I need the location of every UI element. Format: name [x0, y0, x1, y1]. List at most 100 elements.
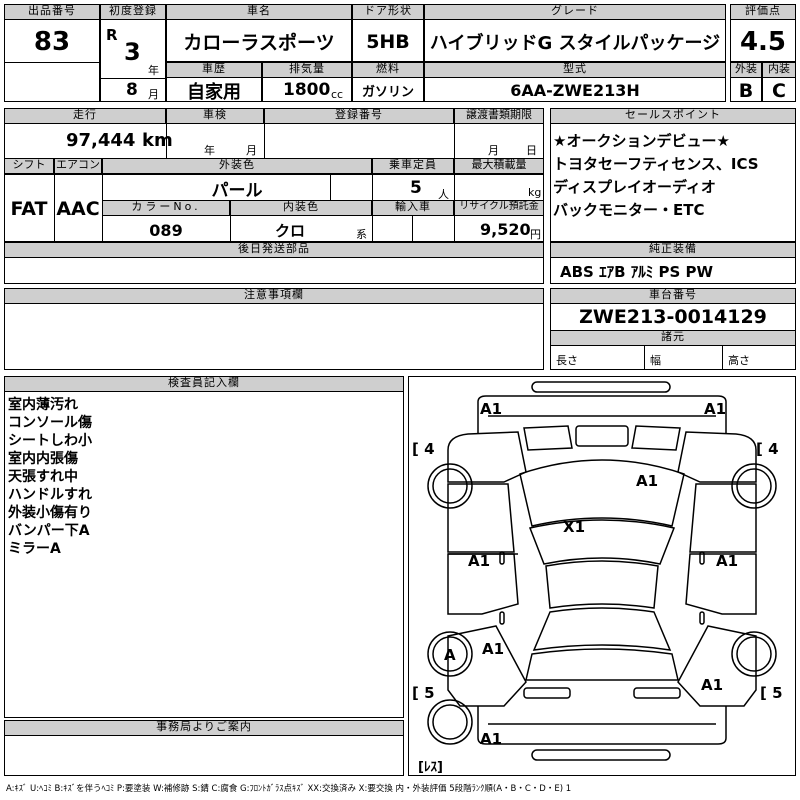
later-parts-label: 後日発送部品 [4, 242, 544, 258]
right-rear-handle [699, 611, 705, 625]
recycle-unit: 円 [530, 228, 541, 241]
rear-window [532, 607, 672, 651]
legend-text: A:ｷｽﾞ U:ﾍｺﾐ B:ｷｽﾞを伴うﾍｺﾐ P:要塗装 W:補修跡 S:錆 … [6, 784, 572, 794]
reg-month: 8 [126, 80, 138, 100]
height-label: 高さ [728, 354, 750, 367]
reg-month-unit: 月 [148, 88, 159, 101]
tire-rear-left [427, 631, 473, 677]
rear-light-right [633, 687, 681, 699]
displacement-unit: cc [331, 88, 344, 101]
sales-item: トヨタセーフティセンス、ICS [553, 155, 759, 173]
mileage-value: 97,444 [66, 130, 136, 151]
tire-fr-tread: [ 4 [756, 440, 779, 458]
displacement-label: 排気量 [262, 62, 352, 78]
history-label: 車歴 [166, 62, 262, 78]
car-diagram-drawing [427, 381, 777, 761]
tire-rear-right [731, 631, 777, 677]
front-center [575, 425, 629, 447]
ac-label: エアコン [54, 158, 102, 174]
tire-front-right-inner [736, 468, 772, 504]
spec-label: 諸元 [550, 330, 796, 346]
door-value: 5HB [366, 30, 410, 53]
left-quarter [447, 625, 527, 707]
history-value: 自家用 [187, 81, 241, 103]
rear-bumper-bottom [531, 749, 671, 761]
vline [412, 216, 413, 242]
damage-mark-rear-bumper: A1 [480, 730, 503, 748]
reg-year: 3 [124, 38, 141, 66]
inspector-note: バンパー下A [8, 523, 90, 539]
lot-value: 83 [33, 27, 71, 57]
spare-tire-label: [ﾚｽ] [418, 760, 443, 775]
exterior-label: 外装 [730, 62, 762, 78]
vline [166, 108, 167, 158]
shift-label: シフト [4, 158, 54, 174]
grade-value: ハイブリッドG スタイルパッケージ [429, 32, 721, 54]
damage-mark-hood: A1 [636, 472, 659, 490]
length-label: 長さ [556, 354, 578, 367]
windshield [528, 519, 676, 565]
spare-tire [427, 699, 473, 745]
damage-mark-l-front-door: A1 [468, 552, 491, 570]
reg-label: 初度登録 [100, 4, 166, 20]
mileage-unit: km [142, 130, 173, 151]
rear-outline [477, 706, 727, 745]
mileage-label: 走行 [4, 108, 166, 124]
damage-mark-roof: X1 [563, 518, 586, 536]
left-front-fender [447, 431, 527, 483]
reg-year-unit: 年 [148, 64, 159, 77]
load-label: 最大積載量 [454, 158, 544, 174]
lot-label: 出品番号 [4, 4, 100, 20]
sales-label: セールスポイント [550, 108, 796, 124]
shift-value: FAT [10, 198, 48, 220]
inspector-note: コンソール傷 [8, 415, 92, 431]
front-outline [477, 395, 727, 434]
tire-fl-tread: [ 4 [412, 440, 435, 458]
front-grille-left [523, 425, 573, 451]
chassis-label: 車台番号 [550, 288, 796, 304]
vline [230, 200, 231, 242]
score-value: 4.5 [739, 26, 787, 57]
tire-rl-tread: [ 5 [412, 684, 435, 702]
damage-mark-l-rear-door: A1 [482, 640, 505, 658]
right-quarter [677, 625, 757, 707]
damage-mark-r-front-door: A1 [716, 552, 739, 570]
ac-value: AAC [56, 198, 100, 220]
intcolor-unit: 系 [356, 228, 367, 241]
color-value: パール [211, 180, 263, 201]
spare-tire-inner [432, 704, 468, 740]
hline [4, 174, 544, 175]
inspector-note: ミラーA [8, 541, 61, 557]
score-label: 評価点 [730, 4, 796, 20]
left-front-handle [499, 551, 505, 565]
vline [454, 108, 455, 158]
model-value: 6AA-ZWE213H [510, 81, 640, 100]
sales-box [550, 108, 796, 242]
regno-label: 登録番号 [264, 108, 454, 124]
front-bumper-top [531, 381, 671, 393]
trunk [525, 648, 679, 681]
exterior-value: B [738, 79, 754, 102]
colorno-value: 089 [149, 220, 183, 240]
tire-rear-left-inner [432, 636, 468, 672]
inspector-note: 室内薄汚れ [8, 397, 78, 413]
tire-rr-tread: [ 5 [760, 684, 783, 702]
grade-label: グレード [424, 4, 726, 20]
vline [264, 108, 265, 158]
tire-front-left-inner [432, 468, 468, 504]
equipment-label: 純正装備 [550, 242, 796, 258]
recycle-label: リサイクル預託金 [454, 200, 544, 216]
front-grille-right [631, 425, 681, 451]
name-value: カローラスポーツ [183, 32, 335, 54]
tire-rear-right-inner [736, 636, 772, 672]
transfer-month-unit: 月 [488, 144, 499, 157]
capacity-unit: 人 [438, 188, 449, 201]
vline [722, 346, 723, 370]
right-front-door [689, 483, 757, 553]
name-label: 車名 [166, 4, 352, 20]
fuel-value: ガソリン [361, 85, 414, 100]
intcolor-label: 内装色 [230, 200, 372, 216]
equipment-value: ABS ｴｱB ｱﾙﾐ PS PW [560, 263, 714, 281]
caution-label: 注意事項欄 [4, 288, 544, 304]
inspector-note: ハンドルすれ [8, 487, 92, 503]
